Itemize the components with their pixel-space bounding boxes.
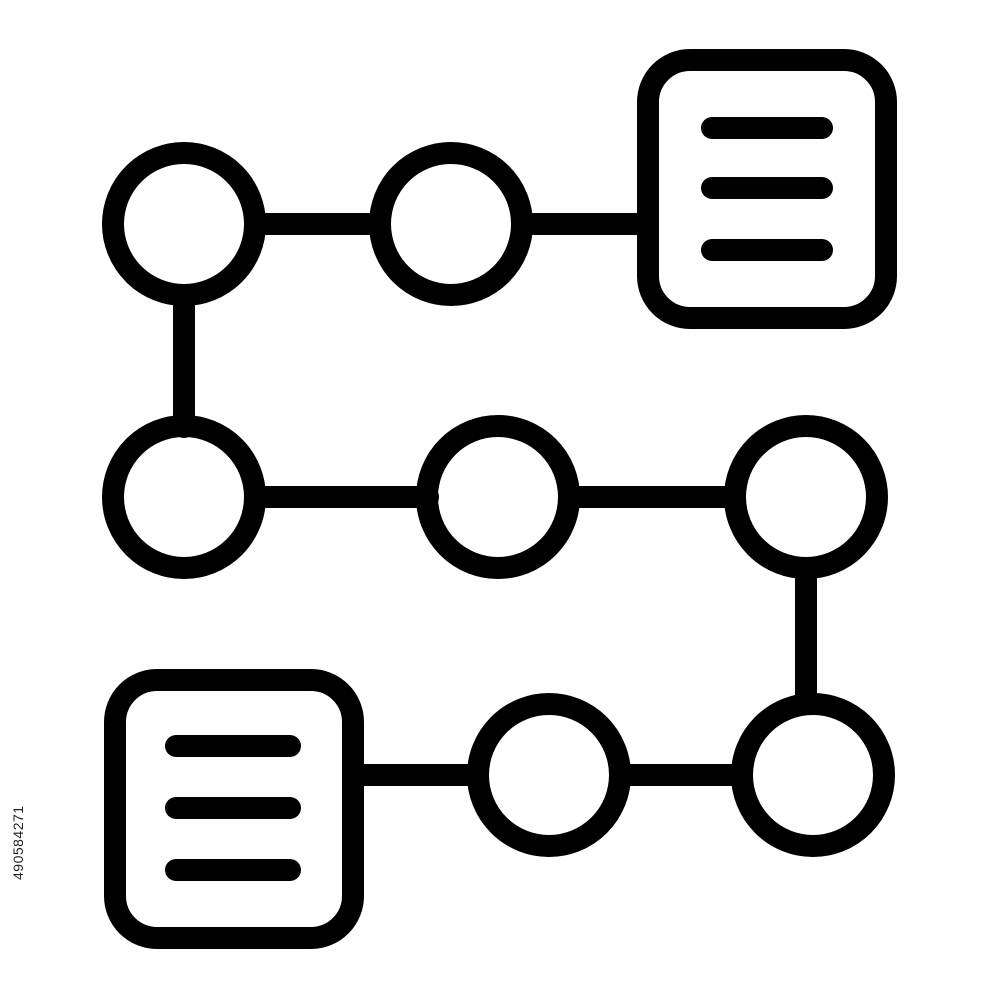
stock-image-id: 490584271: [10, 805, 26, 880]
node-circle-top-left: [102, 142, 266, 306]
node-circle-middle-right: [724, 415, 888, 579]
connector-lines: [173, 213, 817, 786]
node-circle-bottom-middle: [467, 693, 631, 857]
document-bottom-left-icon: [104, 669, 364, 949]
node-circle-middle-center: [416, 415, 580, 579]
node-circle-top-middle: [369, 142, 533, 306]
document-bottom-left-frame: [104, 669, 364, 949]
node-circle-middle-left: [102, 415, 266, 579]
nodes: [102, 142, 895, 857]
document-top-right-frame: [637, 49, 897, 329]
node-circle-bottom-right: [731, 693, 895, 857]
document-top-right-icon: [637, 49, 897, 329]
